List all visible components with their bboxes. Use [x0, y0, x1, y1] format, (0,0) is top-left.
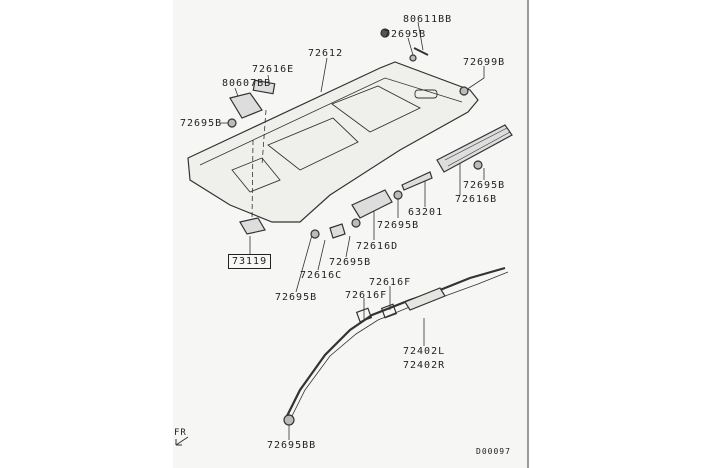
label-72695B-left: 72695B	[180, 118, 223, 129]
front-direction-label: FR	[174, 428, 187, 438]
label-80607BB: 80607BB	[222, 78, 272, 89]
label-63201: 63201	[408, 207, 444, 218]
dome-light-recess	[231, 157, 281, 193]
label-72616D: 72616D	[356, 241, 399, 252]
label-72616F-b: 72616F	[345, 290, 388, 301]
label-72612: 72612	[308, 48, 344, 59]
clip-72695B-left	[227, 118, 237, 128]
label-73119: 73119	[228, 254, 272, 269]
label-72616E: 72616E	[252, 64, 295, 75]
headliner-panel	[187, 61, 479, 223]
sunroof-opening-front	[267, 117, 359, 171]
front-arrow-icon	[175, 436, 189, 446]
label-72695B-right: 72695B	[463, 180, 506, 191]
label-72616F-a: 72616F	[369, 277, 412, 288]
label-80611BB: 80611BB	[403, 14, 453, 25]
diagram-page	[173, 0, 529, 468]
part-63201	[401, 171, 433, 191]
label-72695B-top: 72695B	[384, 29, 427, 40]
dome-light-73119	[239, 217, 266, 235]
bracket-80607BB	[229, 92, 263, 119]
clip-72695B-top	[380, 28, 390, 38]
cover-72616E	[252, 79, 276, 95]
label-72616B: 72616B	[455, 194, 498, 205]
label-72402L: 72402L	[403, 346, 446, 357]
label-72402R: 72402R	[403, 360, 446, 371]
diagram-code: D00097	[476, 447, 511, 456]
label-72695B-c: 72695B	[329, 257, 372, 268]
grab-handle-72616B	[436, 124, 513, 173]
label-72695B-low: 72695B	[275, 292, 318, 303]
sunroof-opening-rear	[331, 85, 422, 133]
label-72699B: 72699B	[463, 57, 506, 68]
label-72695BB: 72695BB	[267, 440, 317, 451]
label-72695B-mid: 72695B	[377, 220, 420, 231]
clip-72695BB	[283, 414, 295, 426]
curtain-airbag-72402	[284, 266, 506, 421]
label-72616C: 72616C	[300, 270, 343, 281]
part-72616D	[351, 189, 393, 219]
